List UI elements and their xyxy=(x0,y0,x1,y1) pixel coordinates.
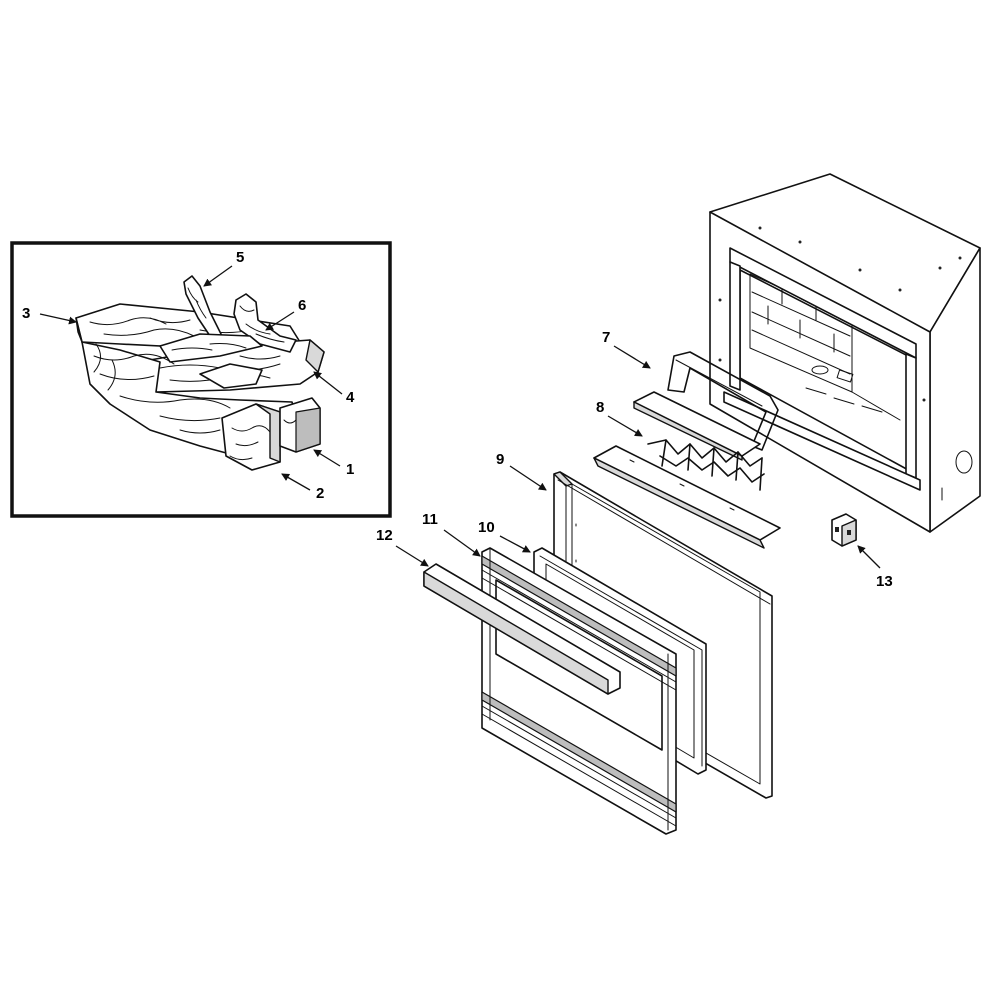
callout-6: 6 xyxy=(265,297,306,331)
callout-7-arrow xyxy=(613,345,651,369)
log-set-inset: 5 6 3 4 1 2 xyxy=(10,241,392,518)
callout-13-label: 13 xyxy=(876,573,893,590)
callout-7: 7 xyxy=(602,329,651,369)
callout-8: 8 xyxy=(596,399,643,437)
part-13-junction-box xyxy=(831,513,857,547)
firebox xyxy=(709,173,981,533)
callout-12: 12 xyxy=(376,527,429,567)
callout-2: 2 xyxy=(281,473,324,502)
callout-6-arrow xyxy=(265,311,295,331)
callout-5: 5 xyxy=(203,249,244,287)
part-8-plate-upper xyxy=(633,391,761,461)
callout-5-arrow xyxy=(203,265,233,287)
callout-12-label: 12 xyxy=(376,527,393,544)
callout-1-arrow xyxy=(313,449,341,467)
callout-9: 9 xyxy=(496,451,547,491)
callout-3-arrow xyxy=(39,313,77,325)
log-6 xyxy=(233,293,297,353)
part-8-deflector xyxy=(593,445,781,549)
callout-2-label: 2 xyxy=(316,485,324,502)
callout-4-label: 4 xyxy=(346,389,355,406)
callout-1-label: 1 xyxy=(346,461,354,478)
log-2 xyxy=(221,403,281,471)
callout-13-arrow xyxy=(857,545,881,569)
callout-13: 13 xyxy=(857,545,893,590)
callout-4: 4 xyxy=(313,371,355,406)
callout-10: 10 xyxy=(478,519,531,553)
callout-6-label: 6 xyxy=(298,297,306,314)
callout-8-arrow xyxy=(607,415,643,437)
callout-10-arrow xyxy=(499,535,531,553)
part-8-burner-grate xyxy=(647,439,765,491)
callout-2-arrow xyxy=(281,473,311,491)
callout-8-label: 8 xyxy=(596,399,604,416)
part-12-trim-bar xyxy=(423,563,621,695)
callout-12-arrow xyxy=(395,545,429,567)
callout-11-label: 11 xyxy=(422,511,438,528)
callout-5-label: 5 xyxy=(236,249,244,266)
callout-9-arrow xyxy=(509,465,547,491)
callout-11: 11 xyxy=(422,511,481,557)
callout-1: 1 xyxy=(313,449,354,478)
log-branches xyxy=(159,333,263,389)
callout-4-arrow xyxy=(313,371,343,395)
side-port xyxy=(955,450,973,474)
callout-9-label: 9 xyxy=(496,451,504,468)
callout-3: 3 xyxy=(22,305,77,325)
part-7-brace xyxy=(667,351,779,451)
callout-7-label: 7 xyxy=(602,329,610,346)
callout-10-label: 10 xyxy=(478,519,495,536)
callout-11-arrow xyxy=(443,529,481,557)
callout-3-label: 3 xyxy=(22,305,30,322)
log-1 xyxy=(279,397,321,453)
